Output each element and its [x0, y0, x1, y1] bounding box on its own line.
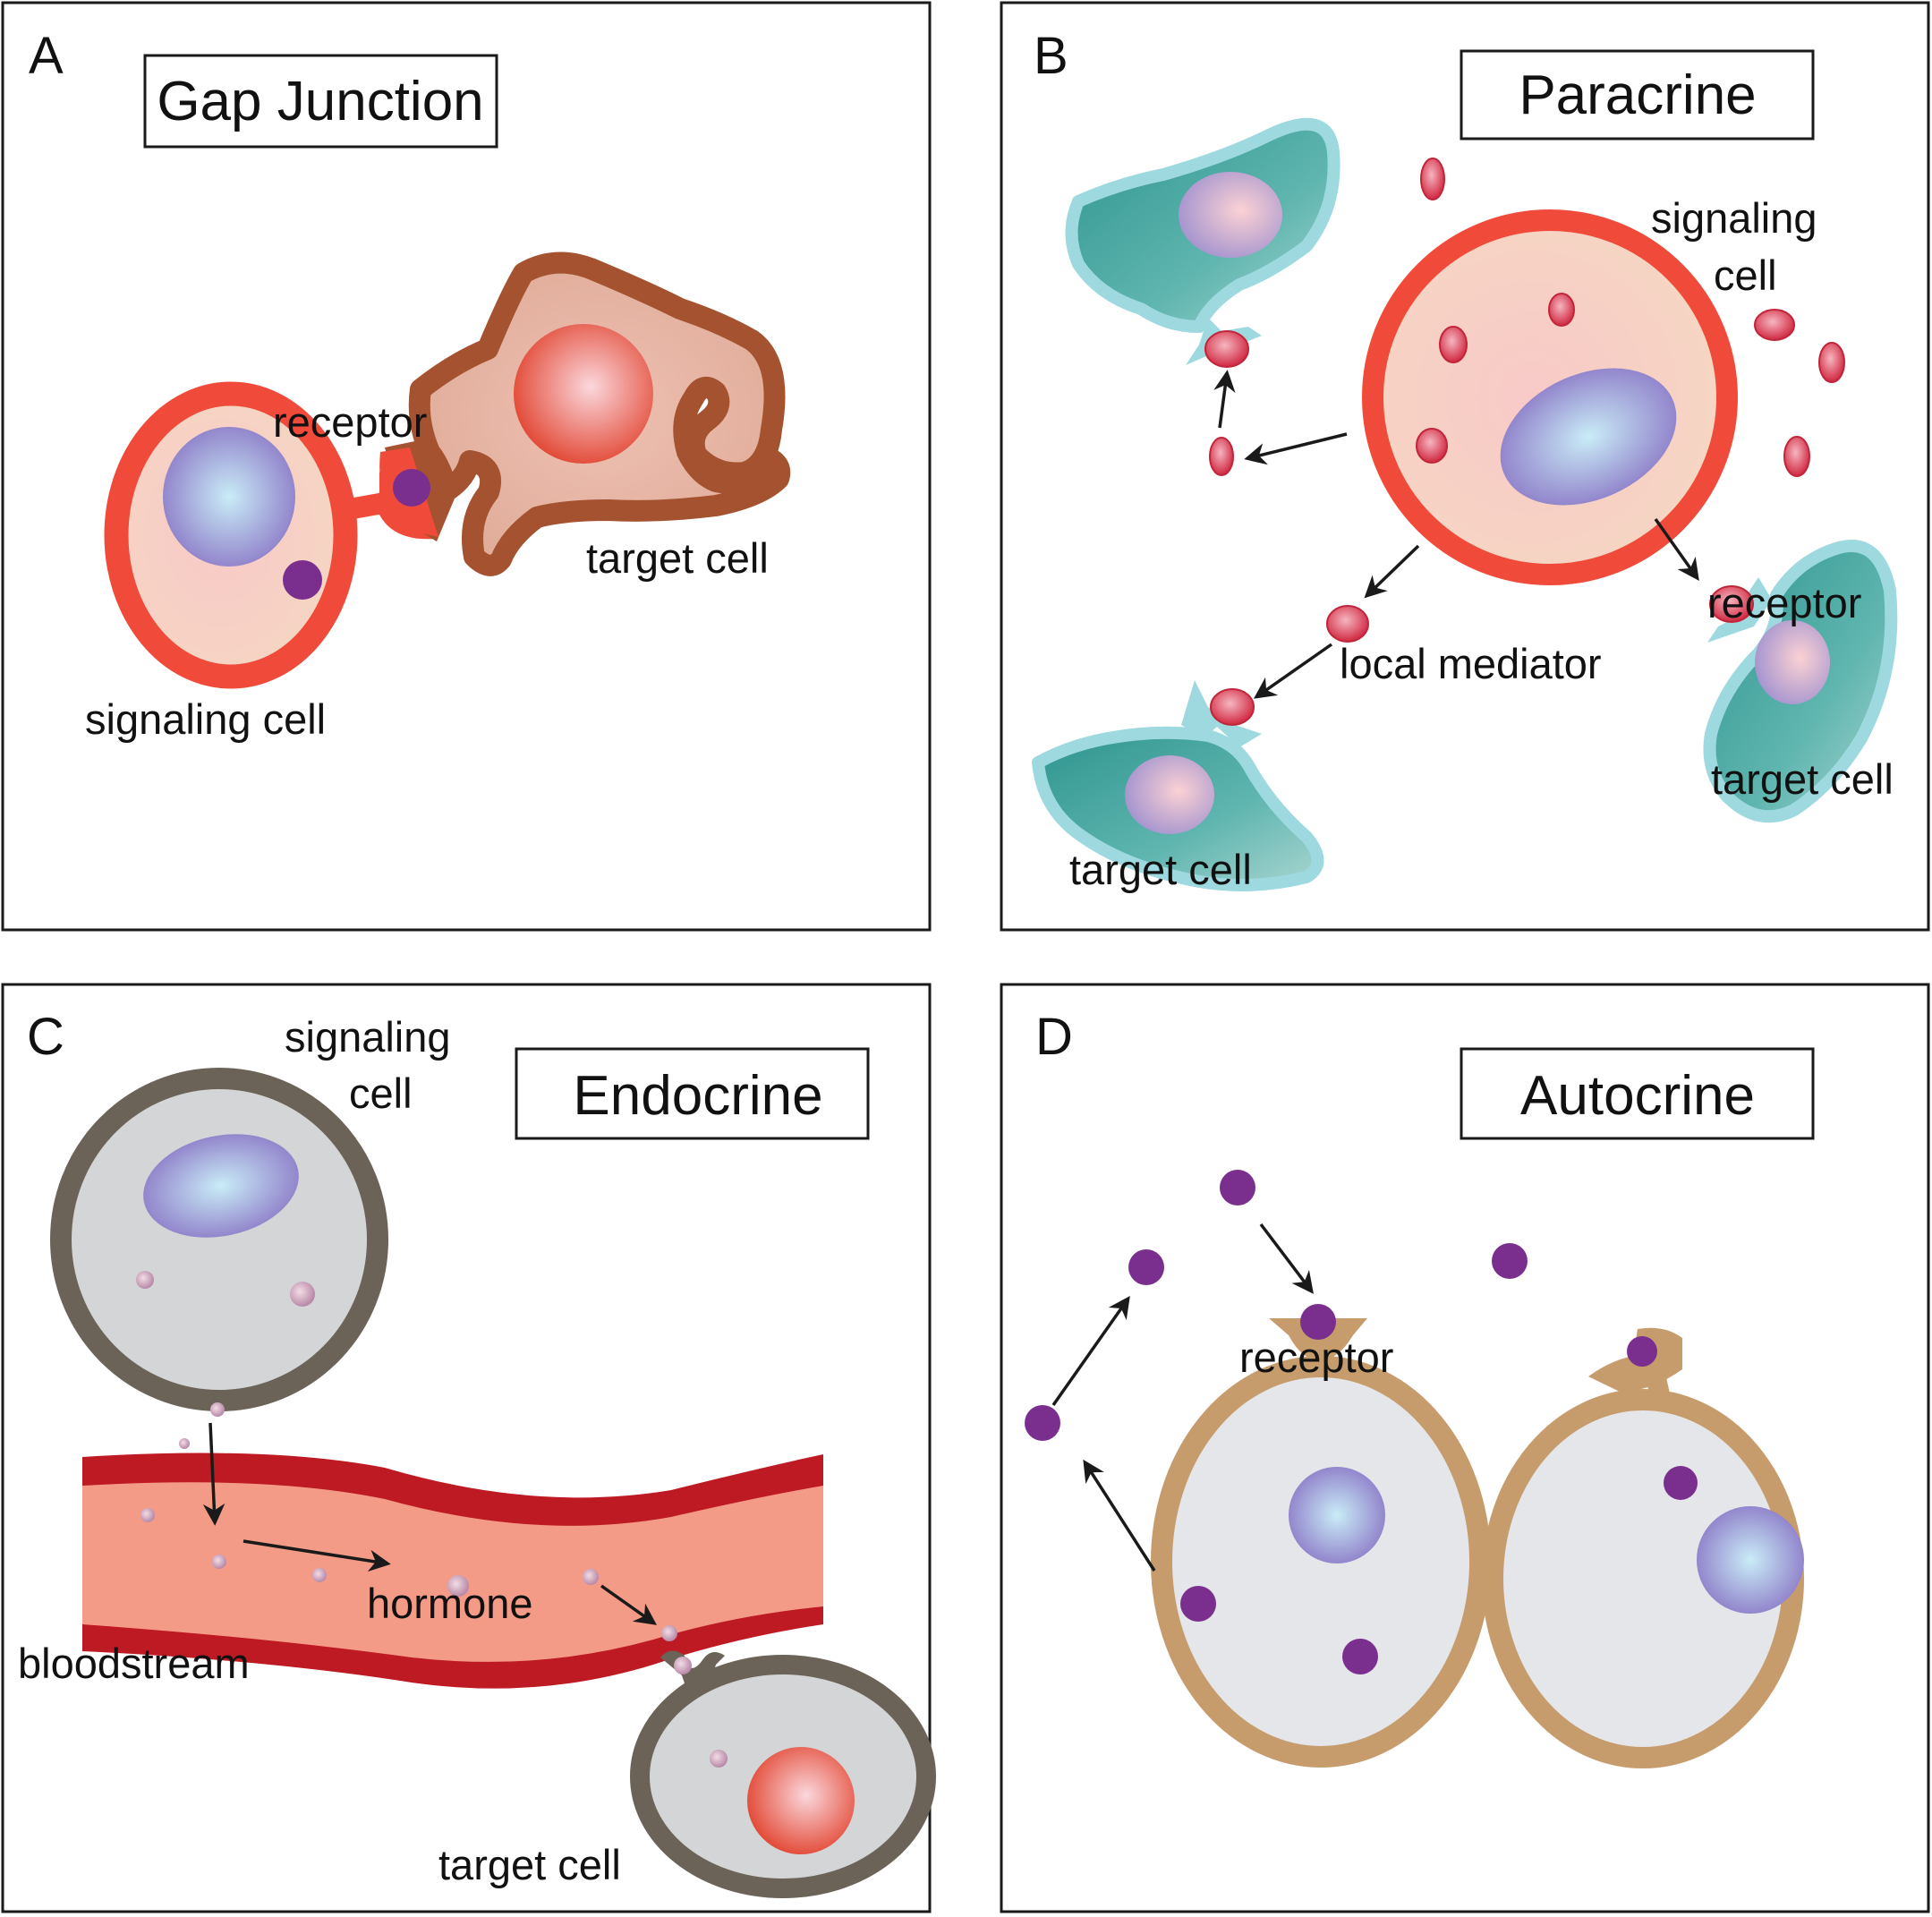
- hormone-vesicle: [210, 1402, 225, 1417]
- signal-molecule-dot: [283, 560, 322, 600]
- ligand-inside: [1180, 1586, 1216, 1622]
- label-target-cell-b-bottom: target cell: [1069, 846, 1252, 893]
- panel-b: B Paracrine: [1000, 1, 1930, 932]
- label-receptor-b: receptor: [1707, 579, 1861, 626]
- label-target-cell-c: target cell: [438, 1841, 621, 1888]
- panel-a-letter: A: [29, 27, 64, 85]
- label-signaling-cell-a: signaling cell: [85, 695, 326, 743]
- arrow-mediator-to-bottom: [1253, 643, 1333, 699]
- panel-c-letter: C: [27, 1008, 64, 1066]
- autocrine-cell-1: [1151, 1356, 1491, 1768]
- panel-d-letter: D: [1035, 1008, 1073, 1066]
- panel-b-letter: B: [1034, 27, 1068, 85]
- arrow-blood-flow: [243, 1539, 391, 1572]
- signaling-cell-nucleus: [163, 427, 295, 567]
- endocrine-nucleus: [143, 1134, 299, 1238]
- target-cell-nucleus: [514, 324, 653, 464]
- hormone: [312, 1568, 327, 1582]
- panel-c-title: Endocrine: [573, 1065, 822, 1127]
- arrow-ligand-up: [1051, 1295, 1130, 1407]
- mediator: [1818, 342, 1845, 383]
- label-signaling-cell-c-line1: signaling: [285, 1013, 451, 1061]
- endocrine-signaling-cell: [50, 1068, 388, 1411]
- arrow-to-right-receptor: [1654, 517, 1699, 581]
- hormone: [212, 1555, 226, 1569]
- receptor-bottom: [1181, 680, 1262, 747]
- ligand: [1220, 1170, 1255, 1206]
- arrow-mediator-to-receptor: [1213, 370, 1236, 429]
- label-hormone: hormone: [367, 1580, 533, 1627]
- arrow-to-mediator-center: [1364, 544, 1420, 599]
- panel-a-title-box: [143, 54, 498, 149]
- autocrine-nucleus-1: [1289, 1467, 1385, 1563]
- panel-c-title-box: [515, 1047, 870, 1140]
- hormone: [140, 1508, 155, 1522]
- target-cell-top-left: [1065, 117, 1340, 368]
- mediator: [1420, 158, 1445, 200]
- target-cell-bottom-nucleus: [1125, 755, 1214, 834]
- hormone-vesicle: [136, 1271, 154, 1289]
- mediator-on-receptor-right: [1709, 585, 1754, 623]
- hormone: [447, 1575, 469, 1597]
- target-cell-right: [1703, 540, 1898, 823]
- hormone-bound: [674, 1657, 692, 1674]
- label-bloodstream: bloodstream: [18, 1640, 250, 1687]
- panel-d-title: Autocrine: [1520, 1065, 1755, 1127]
- hormone-vesicle: [290, 1282, 315, 1307]
- target-nucleus-c: [747, 1747, 855, 1854]
- hormone-vesicle: [179, 1438, 190, 1449]
- arrow-to-target: [600, 1584, 658, 1625]
- mediator-on-receptor-top-left: [1204, 330, 1249, 368]
- ligand-inside: [1342, 1639, 1378, 1674]
- target-vesicle-c: [710, 1750, 728, 1768]
- hormone: [583, 1569, 599, 1585]
- mediator-on-receptor-bottom: [1210, 688, 1255, 726]
- arrow-secretion: [202, 1422, 226, 1526]
- panel-d-title-box: [1460, 1047, 1815, 1140]
- mediator: [1209, 437, 1234, 476]
- mediator: [1416, 428, 1448, 464]
- hormone: [661, 1625, 677, 1641]
- panel-a-title: Gap Junction: [157, 71, 483, 132]
- arrow-secrete-ligand: [1083, 1459, 1156, 1572]
- paracrine-nucleus: [1500, 368, 1677, 506]
- mediator: [1548, 293, 1575, 327]
- mediator: [1783, 436, 1810, 477]
- ligand: [1492, 1243, 1528, 1279]
- arrow-to-mediator-left: [1244, 432, 1348, 465]
- panel-d: D Autocrine receptor: [1000, 983, 1930, 1913]
- label-local-mediator: local mediator: [1340, 640, 1602, 687]
- ligand-inside: [1664, 1466, 1698, 1500]
- receptor-right: [1707, 577, 1772, 643]
- label-signaling-cell-c-line2: cell: [349, 1069, 413, 1117]
- panel-b-title-box: [1460, 49, 1815, 141]
- ligand-in-junction: [393, 469, 430, 507]
- mediator: [1439, 326, 1468, 363]
- arrow-ligand-to-receptor: [1259, 1223, 1314, 1294]
- label-target-cell-a: target cell: [586, 534, 769, 582]
- label-signaling-cell-b-line2: cell: [1714, 251, 1777, 299]
- autocrine-nucleus-2: [1697, 1506, 1804, 1614]
- panel-c: C Endocrine signaling cell hormone blood…: [1, 983, 936, 1913]
- target-cell-bottom: [1032, 680, 1324, 891]
- label-receptor-a: receptor: [273, 398, 427, 446]
- ligand: [1025, 1405, 1060, 1441]
- ligand-bound: [1627, 1336, 1657, 1367]
- label-receptor-d: receptor: [1239, 1333, 1393, 1381]
- target-cell-top-left-nucleus: [1179, 172, 1282, 258]
- local-mediators: [1209, 158, 1845, 643]
- ligand-bound: [1300, 1304, 1336, 1340]
- label-signaling-cell-b-line1: signaling: [1651, 194, 1817, 242]
- label-target-cell-b-right: target cell: [1711, 755, 1894, 803]
- panel-b-title: Paracrine: [1519, 64, 1756, 126]
- target-cell-right-nucleus: [1755, 620, 1830, 704]
- mediator: [1326, 605, 1369, 643]
- mediator: [1754, 309, 1795, 341]
- panel-a: A Gap Junction receptor target cell sign…: [1, 1, 932, 932]
- ligand: [1128, 1249, 1164, 1285]
